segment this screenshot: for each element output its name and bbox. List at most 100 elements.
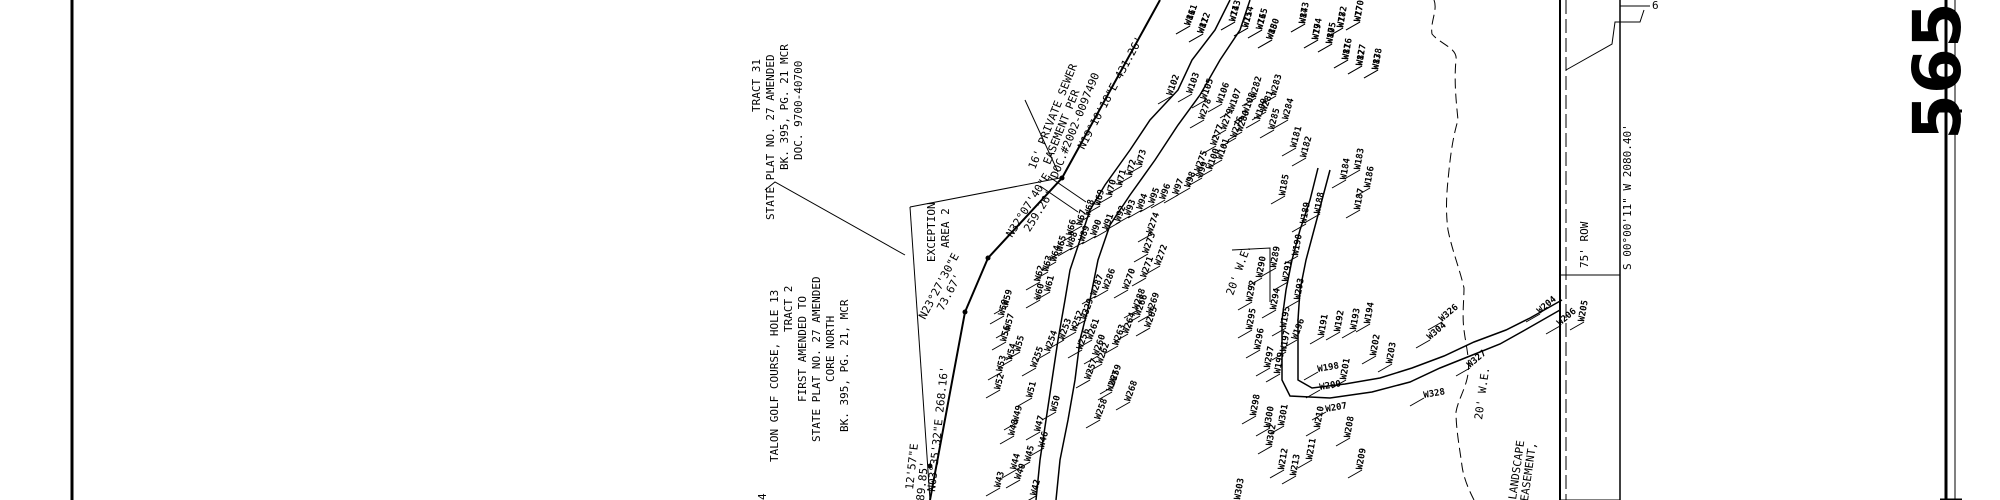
well-id: W176 bbox=[1341, 37, 1355, 60]
well-leader bbox=[1427, 321, 1443, 331]
well-leader bbox=[1005, 479, 1021, 489]
well-leader bbox=[1355, 187, 1371, 197]
well-leader bbox=[1115, 401, 1131, 411]
well-id: W72 bbox=[1125, 158, 1139, 176]
well-id: W199 bbox=[1273, 351, 1287, 374]
well-id: W290 bbox=[1255, 255, 1269, 278]
svg-text:STATE PLAT NO. 27 AMENDED: STATE PLAT NO. 27 AMENDED bbox=[764, 54, 777, 220]
well-id: W83 bbox=[1371, 53, 1384, 71]
well-label: W294 bbox=[1261, 287, 1283, 319]
well-leader bbox=[1137, 313, 1153, 323]
well-label: W300 bbox=[1255, 405, 1277, 437]
well-id: W282 bbox=[1249, 75, 1264, 99]
well-leader bbox=[985, 487, 1001, 497]
well-leader bbox=[1233, 27, 1249, 37]
sheet-number: 565 bbox=[1899, 2, 1976, 140]
well-id: W173 bbox=[1298, 1, 1312, 24]
well-id: W191 bbox=[1317, 313, 1331, 336]
talon-label: TALON GOLF COURSE, HOLE 13 TRACT 2 FIRST… bbox=[768, 276, 851, 462]
well-label: W75 bbox=[1233, 10, 1255, 37]
well-label: W81 bbox=[1333, 43, 1354, 69]
well-id: W294 bbox=[1269, 287, 1283, 311]
well-id: W200 bbox=[1319, 379, 1342, 393]
well-leader bbox=[1269, 425, 1285, 435]
well-leader bbox=[1027, 495, 1037, 500]
well-leader bbox=[1261, 309, 1277, 319]
well-leader bbox=[1409, 397, 1425, 407]
well-leader bbox=[1331, 379, 1347, 389]
well-label: W73 bbox=[1127, 148, 1149, 175]
well-id: W205 bbox=[1577, 299, 1591, 322]
well-leader bbox=[1251, 111, 1267, 121]
well-id: W210 bbox=[1313, 405, 1327, 428]
sewer-leader bbox=[1024, 99, 1059, 173]
well-label: W78 bbox=[1328, 11, 1349, 37]
well-id: W270 bbox=[1121, 267, 1138, 291]
bearing-b5: 12'57"E 89.85' bbox=[903, 443, 931, 500]
well-leader bbox=[987, 371, 1003, 381]
well-id: W269 bbox=[1145, 291, 1162, 315]
well-leader bbox=[1049, 339, 1065, 349]
well-leader bbox=[1057, 235, 1073, 245]
well-leader bbox=[1113, 333, 1129, 343]
well-id: W207 bbox=[1325, 401, 1348, 415]
well-leader bbox=[1261, 95, 1277, 105]
well-leader bbox=[1185, 171, 1201, 181]
well-id: W185 bbox=[1278, 173, 1292, 196]
well-leader bbox=[997, 359, 1013, 369]
well-leader bbox=[1257, 445, 1273, 455]
well-id: W76 bbox=[1255, 12, 1269, 30]
well-id: W184 bbox=[1339, 157, 1353, 181]
well-id: W92 bbox=[1113, 204, 1128, 223]
svg-text:12'57"E: 12'57"E bbox=[903, 443, 921, 490]
well-leader bbox=[1355, 323, 1371, 333]
well-leader bbox=[1545, 325, 1561, 335]
well-label: W205 bbox=[1569, 299, 1591, 331]
well-label: W56 bbox=[991, 324, 1013, 351]
well-leader bbox=[1189, 119, 1205, 129]
well-id: W50 bbox=[1049, 394, 1063, 412]
well-label: W72 bbox=[1117, 158, 1139, 185]
well-label: W68 bbox=[1075, 198, 1097, 225]
well-leader bbox=[1163, 194, 1179, 204]
we-label: 20' W.E. bbox=[1472, 366, 1492, 420]
well-label: W76 bbox=[1247, 12, 1269, 39]
well-id: W48 bbox=[1007, 418, 1021, 436]
svg-text:FIRST AMENDED TO: FIRST AMENDED TO bbox=[796, 296, 809, 402]
well-leader bbox=[1001, 469, 1017, 479]
well-id: W278 bbox=[1197, 97, 1214, 121]
well-leader bbox=[1025, 299, 1041, 309]
well-leader bbox=[1135, 327, 1151, 337]
well-leader bbox=[1067, 349, 1083, 359]
well-leader bbox=[1187, 177, 1203, 187]
well-leader bbox=[1075, 379, 1091, 389]
monument-dots bbox=[927, 175, 1065, 469]
well-label: W52 bbox=[985, 372, 1007, 399]
well-id: W187 bbox=[1353, 187, 1367, 210]
well-id: W283 bbox=[1269, 73, 1284, 97]
svg-text:20' W.E.: 20' W.E. bbox=[1472, 366, 1492, 420]
well-leader bbox=[1273, 281, 1289, 291]
well-id: W297 bbox=[1263, 345, 1277, 368]
row-leader bbox=[1565, 9, 1645, 71]
well-id: W172 bbox=[1336, 5, 1350, 28]
well-id: W328 bbox=[1423, 387, 1446, 401]
well-leader bbox=[1245, 119, 1261, 129]
side-branch bbox=[1281, 167, 1561, 399]
well-label: W55 bbox=[1005, 334, 1027, 361]
well-id: W284 bbox=[1281, 97, 1296, 121]
well-leader bbox=[1041, 261, 1057, 271]
well-leader bbox=[1347, 65, 1363, 75]
well-id: W326 bbox=[1438, 303, 1461, 325]
well-id: W65 bbox=[1055, 234, 1069, 252]
svg-text:BK. 395, PG. 21, MCR: BK. 395, PG. 21, MCR bbox=[838, 299, 851, 432]
well-label: W190 bbox=[1283, 233, 1305, 265]
well-label: W194 bbox=[1355, 301, 1377, 333]
well-leader bbox=[1341, 329, 1357, 339]
well-id: W64 bbox=[1049, 244, 1063, 263]
well-id: W183 bbox=[1353, 147, 1367, 170]
well-label: W66 bbox=[1057, 218, 1079, 245]
well-leader bbox=[993, 305, 1009, 315]
svg-text:CORE NORTH: CORE NORTH bbox=[824, 316, 837, 382]
